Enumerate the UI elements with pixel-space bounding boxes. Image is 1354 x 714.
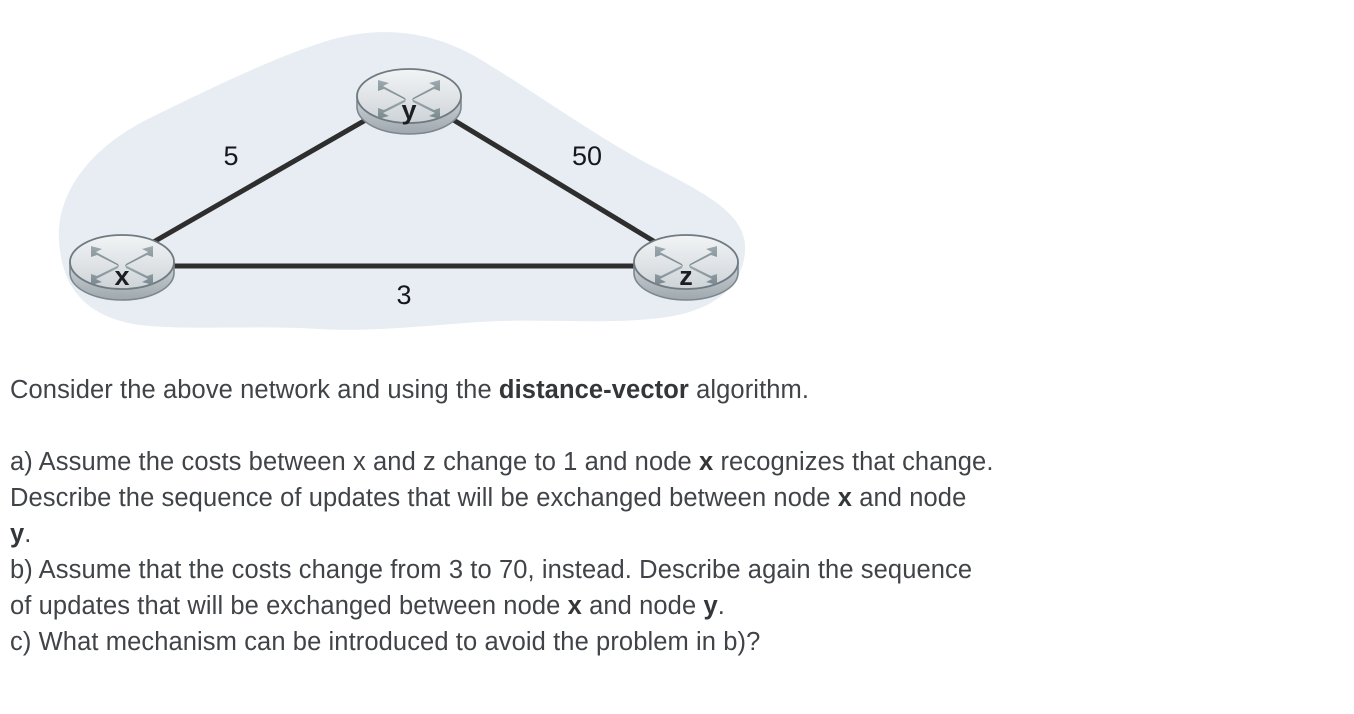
node-z-label: z xyxy=(679,261,693,291)
qa-line1-bold: x xyxy=(698,448,714,476)
qb-line2-bold1: x xyxy=(567,592,582,620)
edge-label-y-z: 50 xyxy=(572,141,602,171)
node-y-label: y xyxy=(401,95,416,125)
intro-text-part1: Consider the above network and using the xyxy=(10,376,499,404)
edge-label-x-z: 3 xyxy=(396,280,411,310)
node-x-label: x xyxy=(114,261,129,291)
edge-x-y xyxy=(147,107,386,247)
edge-label-x-y: 5 xyxy=(223,141,238,171)
qb-line2-mid: and node xyxy=(581,592,704,620)
background-blob xyxy=(58,32,746,330)
qb-line2-post: . xyxy=(717,592,725,620)
question-text-block: Consider the above network and using the… xyxy=(10,372,1340,660)
node-y[interactable]: y xyxy=(356,68,462,135)
question-a-paragraph: a) Assume the costs between x and z chan… xyxy=(10,444,1340,552)
intro-paragraph: Consider the above network and using the… xyxy=(10,372,1340,408)
qb-line2-pre: of updates that will be exchanged betwee… xyxy=(10,592,568,620)
qa-line1-pre: a) Assume the costs between x and z chan… xyxy=(10,448,699,476)
node-x[interactable]: x xyxy=(69,234,175,301)
qa-line2-pre: Describe the sequence of updates that wi… xyxy=(10,484,838,512)
network-diagram-svg: x y z 5 50 3 xyxy=(58,32,746,330)
qa-line3-bold: y xyxy=(10,520,25,548)
node-z[interactable]: z xyxy=(633,234,739,301)
qb-line2-bold2: y xyxy=(703,592,718,620)
intro-text-part2: algorithm. xyxy=(688,376,810,404)
qb-line1: b) Assume that the costs change from 3 t… xyxy=(10,556,973,584)
qa-line3-post: . xyxy=(24,520,32,548)
edge-y-z xyxy=(434,107,663,248)
qa-line2-bold: x xyxy=(837,484,853,512)
qa-line2-post: and node xyxy=(852,484,967,512)
question-c-paragraph: c) What mechanism can be introduced to a… xyxy=(10,624,1340,660)
question-b-paragraph: b) Assume that the costs change from 3 t… xyxy=(10,552,1340,624)
qc-line1: c) What mechanism can be introduced to a… xyxy=(10,628,761,656)
qa-line1-post: recognizes that change. xyxy=(713,448,994,476)
intro-bold-term: distance-vector xyxy=(498,376,689,404)
network-diagram-figure: x y z 5 50 3 xyxy=(0,0,800,352)
